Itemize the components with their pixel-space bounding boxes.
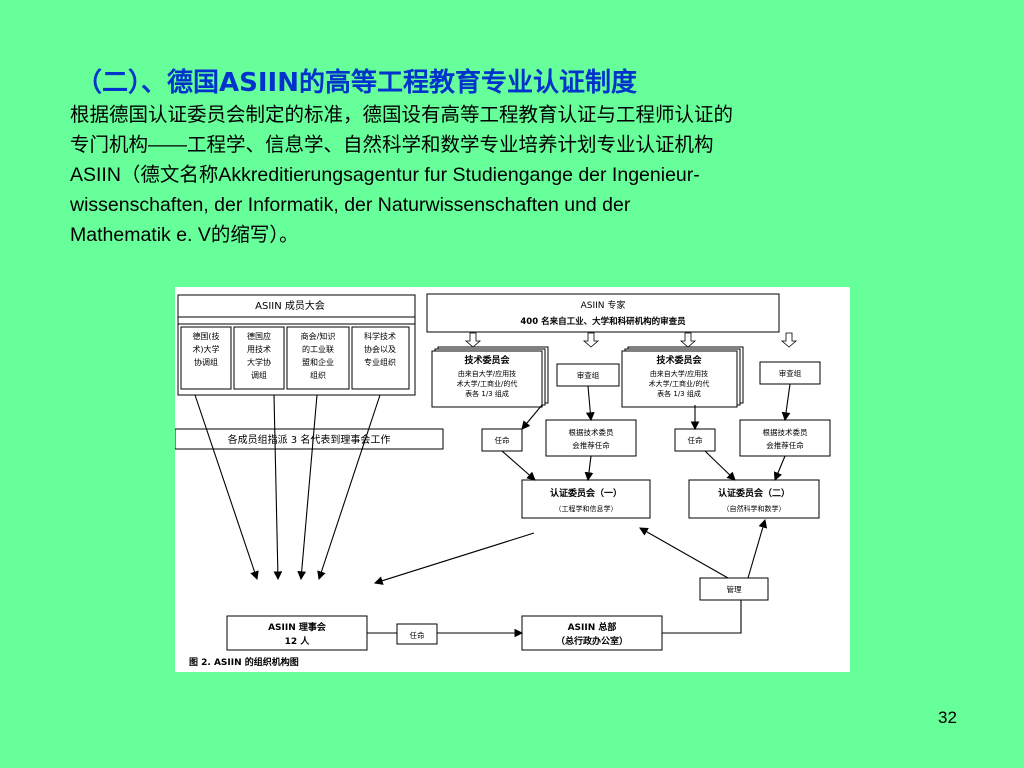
member-group-text: 用技术 <box>247 344 271 354</box>
accreditation-committee-1-title: 认证委员会（一） <box>550 487 622 499</box>
org-chart-figure: ASIIN 成员大会 德国(技 术)大学 协调组 德国应 用技术 大学协 调组 … <box>175 287 850 672</box>
tech-committee-2 <box>621 346 744 408</box>
paragraph-line: wissenschaften, der Informatik, der Natu… <box>70 194 631 216</box>
appoint-3: 任命 <box>410 630 425 640</box>
paragraph-line: Mathematik e. V的缩写）。 <box>70 224 299 246</box>
review-group-1: 审查组 <box>577 370 600 380</box>
appoint-3-box <box>396 623 438 645</box>
accreditation-committee-1-sub: （工程学和信息学） <box>555 504 618 513</box>
tech-committee-1 <box>431 346 549 408</box>
tech-committee-1-line: 由来自大学/应用技 <box>458 369 516 378</box>
experts-title: ASIIN 专家 <box>581 299 626 311</box>
slide-title: （二）、德国ASIIN的高等工程教育专业认证制度 <box>76 68 637 98</box>
appoint-1: 任命 <box>495 435 510 445</box>
nominate-2-box <box>739 419 831 457</box>
nominate-1-line: 根据技术委员 <box>569 427 614 437</box>
hq-title: ASIIN 总部 <box>568 621 617 633</box>
org-chart-svg: ASIIN 成员大会 德国(技 术)大学 协调组 德国应 用技术 大学协 调组 … <box>175 293 831 668</box>
paragraph-line: 根据德国认证委员会制定的标准，德国设有高等工程教育认证与工程师认证的 <box>70 104 734 126</box>
experts-subtitle: 400 名来自工业、大学和科研机构的审查员 <box>520 316 686 327</box>
appoint-2: 任命 <box>688 435 703 445</box>
delegation-note: 各成员组指派 3 名代表到理事会工作 <box>228 433 391 446</box>
members-assembly-block <box>177 294 416 396</box>
tech-committee-2-line: 由来自大学/应用技 <box>650 369 708 378</box>
manage-label: 管理 <box>727 584 742 594</box>
hq-box <box>521 615 663 651</box>
nominate-2-line: 根据技术委员 <box>763 427 808 437</box>
paragraph-line: 专门机构——工程学、信息学、自然科学和数学专业培养计划专业认证机构 <box>70 134 714 156</box>
tech-committee-2-line: 表各 1/3 组成 <box>657 389 701 398</box>
accreditation-committee-2-box <box>688 479 820 519</box>
tech-committee-1-title: 技术委员会 <box>464 354 510 366</box>
figure-caption: 图 2. ASIIN 的组织机构图 <box>189 656 299 668</box>
member-group-text: 德国(技 <box>192 331 219 341</box>
paragraph-line: ASIIN（德文名称Akkreditierungsagentur fur Stu… <box>70 164 700 186</box>
tech-committee-1-line: 术大学/工商业/的代 <box>457 379 518 388</box>
nominate-1-line: 会推荐任命 <box>572 440 610 450</box>
manage-box <box>699 577 769 601</box>
member-group-text: 大学协 <box>247 357 271 367</box>
hollow-arrow-icon <box>464 332 798 348</box>
accreditation-committee-2-sub: （自然科学和数学） <box>723 504 786 513</box>
nominate-2-line: 会推荐任命 <box>766 440 804 450</box>
accreditation-committee-2-title: 认证委员会（二） <box>718 487 790 499</box>
tech-committee-2-line: 术大学/工商业/的代 <box>649 379 710 388</box>
connector-lines <box>194 383 791 638</box>
member-group-text: 的工业联 <box>302 344 334 354</box>
experts-box <box>426 293 780 333</box>
member-group-text: 专业组织 <box>364 357 396 367</box>
tech-committee-2-title: 技术委员会 <box>656 354 702 366</box>
board-title: ASIIN 理事会 <box>268 621 327 633</box>
hq-subtitle: （总行政办公室） <box>556 635 628 647</box>
nominate-1-box <box>545 419 637 457</box>
tech-committee-1-line: 表各 1/3 组成 <box>465 389 509 398</box>
member-group-text: 协调组 <box>194 357 218 367</box>
member-group-text: 商会/知识 <box>301 331 336 341</box>
member-group-text: 科学技术 <box>364 331 396 341</box>
board-subtitle: 12 人 <box>285 635 311 647</box>
member-group-text: 调组 <box>251 370 267 380</box>
member-group-text: 协会以及 <box>364 344 396 354</box>
member-group-text: 德国应 <box>247 331 271 341</box>
page-number: 32 <box>938 708 957 727</box>
delegation-note-box <box>175 428 444 450</box>
member-group-text: 盟和企业 <box>302 357 334 367</box>
review-group-2: 审查组 <box>779 368 802 378</box>
accreditation-committee-1-box <box>521 479 651 519</box>
members-assembly-label: ASIIN 成员大会 <box>255 299 325 312</box>
member-group-text: 术)大学 <box>192 344 219 354</box>
member-group-text: 组织 <box>310 370 326 380</box>
slide-paragraph: 根据德国认证委员会制定的标准，德国设有高等工程教育认证与工程师认证的 专门机构—… <box>70 100 950 250</box>
